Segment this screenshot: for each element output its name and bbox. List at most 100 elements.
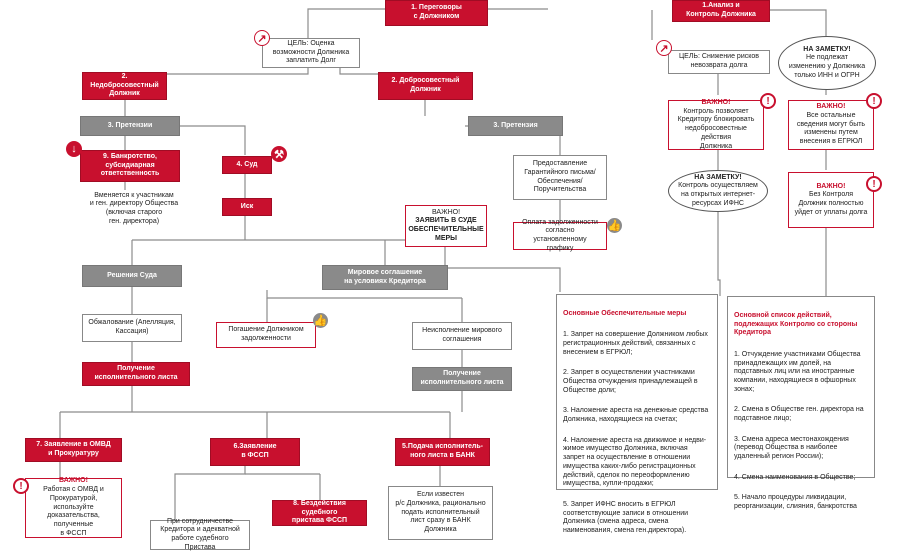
note-inn-ogrn-text: Не подлежат изменению у Должника только … bbox=[788, 54, 866, 79]
goal-box-control: ЦЕЛЬ: Снижение рисков невозврата долга bbox=[668, 50, 770, 74]
warning-police-title: ВАЖНО! bbox=[59, 477, 88, 485]
node-fssp-application: 6.Заявление в ФССП bbox=[210, 438, 300, 466]
node-dishonest-debtor-label: 2. Недобросовестный Должник bbox=[90, 72, 159, 98]
measures-item: 5. Запрет ИФНС вносить в ЕГРЮЛ соответст… bbox=[563, 500, 689, 534]
node-claim: 3. Претензия bbox=[468, 116, 563, 136]
node-lawsuit: Иск bbox=[222, 198, 272, 216]
warning-icon: ! bbox=[866, 93, 882, 109]
warning-court-title: ВАЖНО! bbox=[432, 208, 461, 216]
measures-item: 1. Запрет на совершение Должником любых … bbox=[563, 331, 708, 356]
goal-control-text: ЦЕЛЬ: Снижение рисков невозврата долга bbox=[678, 53, 759, 69]
node-bailiff-inaction-label: 8. Бездействия судебного пристава ФССП bbox=[291, 499, 348, 525]
payment-text: Оплата задолженности согласно установлен… bbox=[522, 218, 598, 252]
warning-court-text: ЗАЯВИТЬ В СУДЕ ОБЕСПЕЧИТЕЛЬНЫЕ МЕРЫ bbox=[408, 217, 484, 242]
goal-box-negotiations: ЦЕЛЬ: Оценка возможности Должника заплат… bbox=[262, 38, 360, 68]
node-court: 4. Суд bbox=[222, 156, 272, 174]
warning-without-control-title: ВАЖНО! bbox=[816, 182, 846, 190]
control-actions-title: Основной список действий, подлежащих Кон… bbox=[734, 311, 858, 337]
nonexecution-text: Неисполнение мирового соглашения bbox=[422, 327, 502, 343]
node-claims-label: 3. Претензии bbox=[107, 121, 153, 129]
node-bankruptcy-label: 9. Банкротство, субсидиарная ответственн… bbox=[100, 152, 160, 178]
measures-item: 2. Запрет в осуществлении участниками Об… bbox=[563, 369, 698, 394]
note-fns-control-text: Контроль осуществляем на открытых интерн… bbox=[678, 182, 758, 207]
node-get-writ: Получение исполнительного листа bbox=[82, 362, 190, 386]
warning-court-measures: ВАЖНО!ЗАЯВИТЬ В СУДЕ ОБЕСПЕЧИТЕЛЬНЫЕ МЕР… bbox=[405, 205, 487, 247]
note-inn-ogrn: НА ЗАМЕТКУ!Не подлежат изменению у Должн… bbox=[778, 36, 876, 90]
warning-police-text: Работая с ОМВД и Прокуратурой, используй… bbox=[43, 486, 104, 537]
node-settlement: Мировое соглашение на условиях Кредитора bbox=[322, 265, 448, 290]
bankruptcy-note: Вменяется к участникам и ген. директору … bbox=[80, 188, 188, 230]
measures-panel: Основные Обеспечительные меры 1. Запрет … bbox=[556, 294, 718, 534]
goal-negotiations-text: ЦЕЛЬ: Оценка возможности Должника заплат… bbox=[272, 39, 350, 65]
gavel-icon: ⚒ bbox=[271, 146, 287, 162]
warning-without-control: ВАЖНО!Без Контроля Должник полностью уйд… bbox=[788, 172, 874, 228]
warning-egrul-changes-text: Все остальные сведения могут быть измене… bbox=[796, 111, 866, 146]
measures-item: 3. Наложение ареста на денежные средства… bbox=[563, 407, 709, 423]
bank-note-box: Если известен р/с Должника, рационально … bbox=[388, 486, 493, 540]
measures-panel-title: Основные Обеспечительные меры bbox=[563, 309, 687, 317]
thumbs-up-icon: 👍 bbox=[607, 218, 622, 233]
arrow-up-right-icon: ↗ bbox=[656, 40, 672, 56]
node-dishonest-debtor: 2. Недобросовестный Должник bbox=[82, 72, 167, 100]
node-analysis-control-label: 1.Анализ и Контроль Должника bbox=[686, 2, 756, 18]
node-get-writ-label: Получение исполнительного листа bbox=[94, 365, 178, 381]
node-police-application: 7. Заявление в ОМВД и Прокуратуру bbox=[25, 438, 122, 462]
node-negotiations: 1. Переговоры с Должником bbox=[385, 0, 488, 26]
warning-egrul-changes: ВАЖНО!Все остальные сведения могут быть … bbox=[788, 100, 874, 150]
node-police-application-label: 7. Заявление в ОМВД и Прокуратуру bbox=[36, 441, 111, 457]
note-fns-control-title: НА ЗАМЕТКУ! bbox=[694, 173, 742, 181]
warning-without-control-text: Без Контроля Должник полностью уйдет от … bbox=[794, 191, 868, 216]
control-actions-item: 2. Смена в Обществе ген. директора на по… bbox=[734, 406, 864, 422]
node-fssp-application-label: 6.Заявление в ФССП bbox=[233, 443, 277, 459]
warning-icon: ! bbox=[760, 93, 776, 109]
node-bank-writ: 5.Подача исполнитель- ного листа в БАНК bbox=[395, 438, 490, 466]
bank-note-text: Если известен р/с Должника, рационально … bbox=[395, 491, 486, 534]
node-claims: 3. Претензии bbox=[80, 116, 180, 136]
measures-item: 4. Наложение ареста на движимое и недви-… bbox=[563, 436, 707, 488]
guarantee-box: Предоставление Гарантийного письма/ Обес… bbox=[513, 155, 607, 200]
control-actions-panel: Основной список действий, подлежащих Кон… bbox=[727, 296, 875, 510]
appeal-text: Обжалование (Апелляция, Кассация) bbox=[88, 319, 176, 335]
warning-icon: ! bbox=[866, 176, 882, 192]
warning-control-blocking-text: Контроль позволяет Кредитору блокировать… bbox=[677, 107, 755, 150]
node-get-writ-settlement-label: Получение исполнительного листа bbox=[420, 370, 504, 386]
repayment-box: Погашение Должником задолженности bbox=[216, 322, 316, 348]
node-court-decisions-label: Решения Суда bbox=[107, 271, 157, 279]
node-negotiations-label: 1. Переговоры с Должником bbox=[411, 4, 462, 20]
warning-control-blocking: ВАЖНО!Контроль позволяет Кредитору блоки… bbox=[668, 98, 764, 150]
node-lawsuit-label: Иск bbox=[240, 202, 254, 210]
guarantee-text: Предоставление Гарантийного письма/ Обес… bbox=[524, 160, 596, 194]
warning-egrul-changes-title: ВАЖНО! bbox=[816, 103, 846, 111]
appeal-box: Обжалование (Апелляция, Кассация) bbox=[82, 314, 182, 342]
bankruptcy-note-text: Вменяется к участникам и ген. директору … bbox=[89, 191, 179, 225]
nonexecution-box: Неисполнение мирового соглашения bbox=[412, 322, 512, 350]
node-bank-writ-label: 5.Подача исполнитель- ного листа в БАНК bbox=[401, 443, 484, 459]
node-court-decisions: Решения Суда bbox=[82, 265, 182, 287]
fssp-cooperation-text: При сотрудничестве Кредитора и адекватно… bbox=[160, 517, 240, 551]
control-actions-item: 3. Смена адреса местонахождения (перевод… bbox=[734, 435, 849, 461]
warning-police: ВАЖНО!Работая с ОМВД и Прокуратурой, исп… bbox=[25, 477, 122, 538]
arrow-up-right-icon: ↗ bbox=[254, 30, 270, 46]
payment-box: Оплата задолженности согласно установлен… bbox=[513, 219, 607, 252]
warning-icon: ! bbox=[13, 478, 29, 494]
warning-control-blocking-title: ВАЖНО! bbox=[701, 98, 731, 106]
thumbs-up-icon: 👍 bbox=[313, 313, 328, 328]
arrow-down-icon: ↓ bbox=[66, 141, 82, 157]
fssp-cooperation-box: При сотрудничестве Кредитора и адекватно… bbox=[150, 517, 250, 551]
node-settlement-label: Мировое соглашение на условиях Кредитора bbox=[344, 268, 426, 285]
control-actions-item: 1. Отчуждение участниками Общества прина… bbox=[734, 350, 861, 393]
control-actions-item: 5. Начало процедуры ликвидации, реоргани… bbox=[734, 494, 857, 510]
repayment-text: Погашение Должником задолженности bbox=[228, 326, 304, 342]
node-honest-debtor-label: 2. Добросовестный Должник bbox=[391, 77, 460, 93]
node-bankruptcy: 9. Банкротство, субсидиарная ответственн… bbox=[80, 150, 180, 182]
note-inn-ogrn-title: НА ЗАМЕТКУ! bbox=[803, 45, 851, 53]
control-actions-item: 4. Смена наименования в Обществе; bbox=[734, 473, 856, 481]
node-get-writ-settlement: Получение исполнительного листа bbox=[412, 367, 512, 391]
node-bailiff-inaction: 8. Бездействия судебного пристава ФССП bbox=[272, 500, 367, 526]
node-court-label: 4. Суд bbox=[236, 160, 258, 168]
node-honest-debtor: 2. Добросовестный Должник bbox=[378, 72, 473, 100]
node-claim-label: 3. Претензия bbox=[493, 121, 538, 129]
node-analysis-control: 1.Анализ и Контроль Должника bbox=[672, 0, 770, 22]
note-fns-control: НА ЗАМЕТКУ!Контроль осуществляем на откр… bbox=[668, 170, 768, 212]
